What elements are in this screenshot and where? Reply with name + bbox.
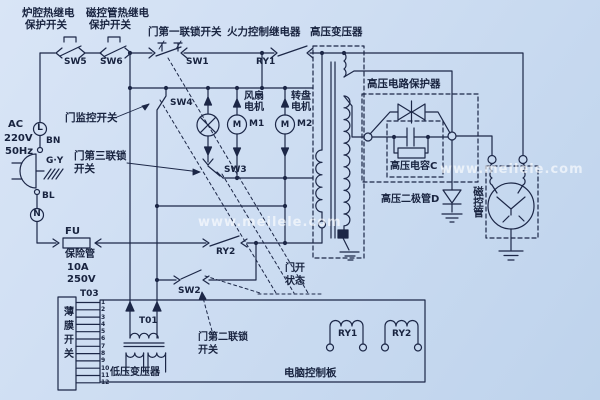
m2-motor-letter: M	[280, 119, 290, 130]
sw2-door-switch-symbol	[156, 242, 257, 285]
pin-number: 7	[101, 342, 106, 350]
sw6-ref: SW6	[100, 57, 123, 67]
third-interlock-label-line2: 开关	[74, 163, 95, 175]
pin-number: 9	[101, 357, 106, 365]
fan-motor-label-line2: 电机	[244, 102, 264, 113]
power-input-symbol	[11, 52, 64, 244]
hv-diode-symbol	[441, 139, 463, 223]
ac-label: AC	[8, 119, 24, 130]
pin-number: 10	[101, 364, 110, 372]
fuse-symbol	[36, 237, 207, 249]
power-relay-label: 火力控制继电器	[227, 26, 301, 38]
ry1-contact-symbol	[270, 45, 314, 59]
sw3-door-switch-symbol	[202, 158, 224, 179]
second-interlock-label-line2: 开关	[198, 345, 218, 356]
ac-voltage-label: 220V	[4, 133, 33, 144]
cavity-thermal-label-line2: 保护开关	[25, 19, 67, 31]
pin-number: 6	[101, 335, 106, 343]
hv-diode-label: 高压二极管D	[381, 194, 440, 205]
top-rail	[39, 52, 524, 156]
magnetron-symbol	[455, 135, 539, 261]
second-interlock-label-line1: 门第二联锁	[198, 332, 248, 343]
label-pointer-arrows	[116, 103, 207, 301]
control-board-label: 电脑控制板	[284, 367, 337, 379]
ground-wire-label: G·Y	[46, 156, 64, 166]
sw1-door-switch-symbol	[148, 40, 188, 59]
pin-number: 11	[101, 371, 110, 379]
hv-protector-symbol	[361, 93, 479, 183]
pin-number: 3	[101, 313, 106, 321]
live-terminal-label: L	[37, 123, 43, 133]
sw3-ref: SW3	[224, 165, 247, 175]
m1-motor-letter: M	[232, 119, 242, 130]
pin-number: 5	[101, 328, 106, 336]
fan-motor-symbol	[226, 87, 248, 179]
middle-rails	[129, 52, 314, 339]
pin-number: 8	[101, 350, 106, 358]
membrane-name-label: 薄膜开关	[61, 306, 73, 362]
ry2-coil-symbol	[380, 319, 423, 352]
pin-number: 12	[101, 379, 110, 387]
fuse-name-label: 保险管	[65, 249, 95, 260]
magnetron-thermal-label-line1: 磁控管热继电	[86, 7, 149, 19]
sw5-ref: SW5	[64, 57, 87, 67]
blue-wire-label: BL	[42, 191, 55, 201]
pin-number: 1	[101, 299, 106, 306]
pin-number: 4	[101, 320, 106, 328]
turntable-motor-symbol	[274, 87, 296, 179]
cavity-thermal-label-line1: 炉腔热继电	[22, 7, 75, 19]
ry2-coil-ref: RY2	[392, 329, 412, 339]
ac-frequency-label: 50Hz	[5, 146, 34, 157]
membrane-ref: T03	[80, 289, 99, 299]
pin-number: 2	[101, 306, 106, 314]
hv-primary-return	[317, 211, 327, 244]
membrane-pin-numbers: 1 2 3 4 5 6 7 8 9 10 11 12	[101, 299, 109, 387]
ry1-coil-symbol	[325, 319, 368, 352]
fan-motor-label-line1: 风扇	[244, 91, 264, 102]
lv-transformer-label: 低压变压器	[110, 367, 160, 378]
door-monitor-label: 门监控开关	[65, 112, 118, 124]
control-board-outline	[99, 299, 426, 383]
neutral-terminal-label: N	[33, 209, 41, 219]
sw1-ref: SW1	[186, 57, 209, 67]
sw6-thermal-switch-symbol	[99, 36, 132, 59]
sw5-thermal-switch-symbol	[55, 36, 86, 59]
sw2-ref: SW2	[178, 286, 201, 296]
ry1-coil-ref: RY1	[338, 329, 358, 339]
hv-transformer-symbol	[312, 45, 453, 261]
turntable-motor-label-line2: 电机	[291, 102, 311, 113]
hv-transformer-label: 高压变压器	[310, 26, 363, 38]
watermark-text: www.meilele.com	[198, 215, 342, 230]
m1-ref: M1	[249, 119, 265, 129]
ry1-ref: RY1	[256, 57, 276, 67]
lv-transformer-symbol	[123, 301, 167, 373]
third-interlock-label-line1: 门第三联锁	[74, 150, 127, 162]
hv-capacitor-label: 高压电容C	[390, 161, 438, 172]
brown-wire-label: BN	[46, 136, 61, 146]
first-interlock-label: 门第一联锁开关	[148, 26, 222, 38]
watermark-text: www.meilele.com	[440, 162, 584, 177]
door-open-label-line1: 门开	[285, 263, 305, 274]
magnetron-label: 磁控管	[472, 186, 485, 218]
junction-dots	[127, 50, 431, 283]
lv-transformer-ref: T01	[139, 316, 158, 326]
fuse-voltage-label: 250V	[67, 274, 96, 285]
magnetron-thermal-label-line2: 保护开关	[89, 19, 131, 31]
fuse-current-label: 10A	[67, 262, 89, 273]
ry2-ref: RY2	[216, 247, 236, 257]
door-open-label-line2: 状态	[285, 276, 305, 287]
m2-ref: M2	[297, 119, 313, 129]
ry2-contact-symbol	[202, 235, 323, 248]
hv-protector-label: 高压电路保护器	[367, 78, 441, 90]
turntable-motor-label-line1: 转盘	[291, 91, 311, 102]
membrane-switch-symbol	[57, 296, 101, 391]
fuse-ref: FU	[65, 226, 80, 237]
sw4-ref: SW4	[170, 98, 193, 108]
